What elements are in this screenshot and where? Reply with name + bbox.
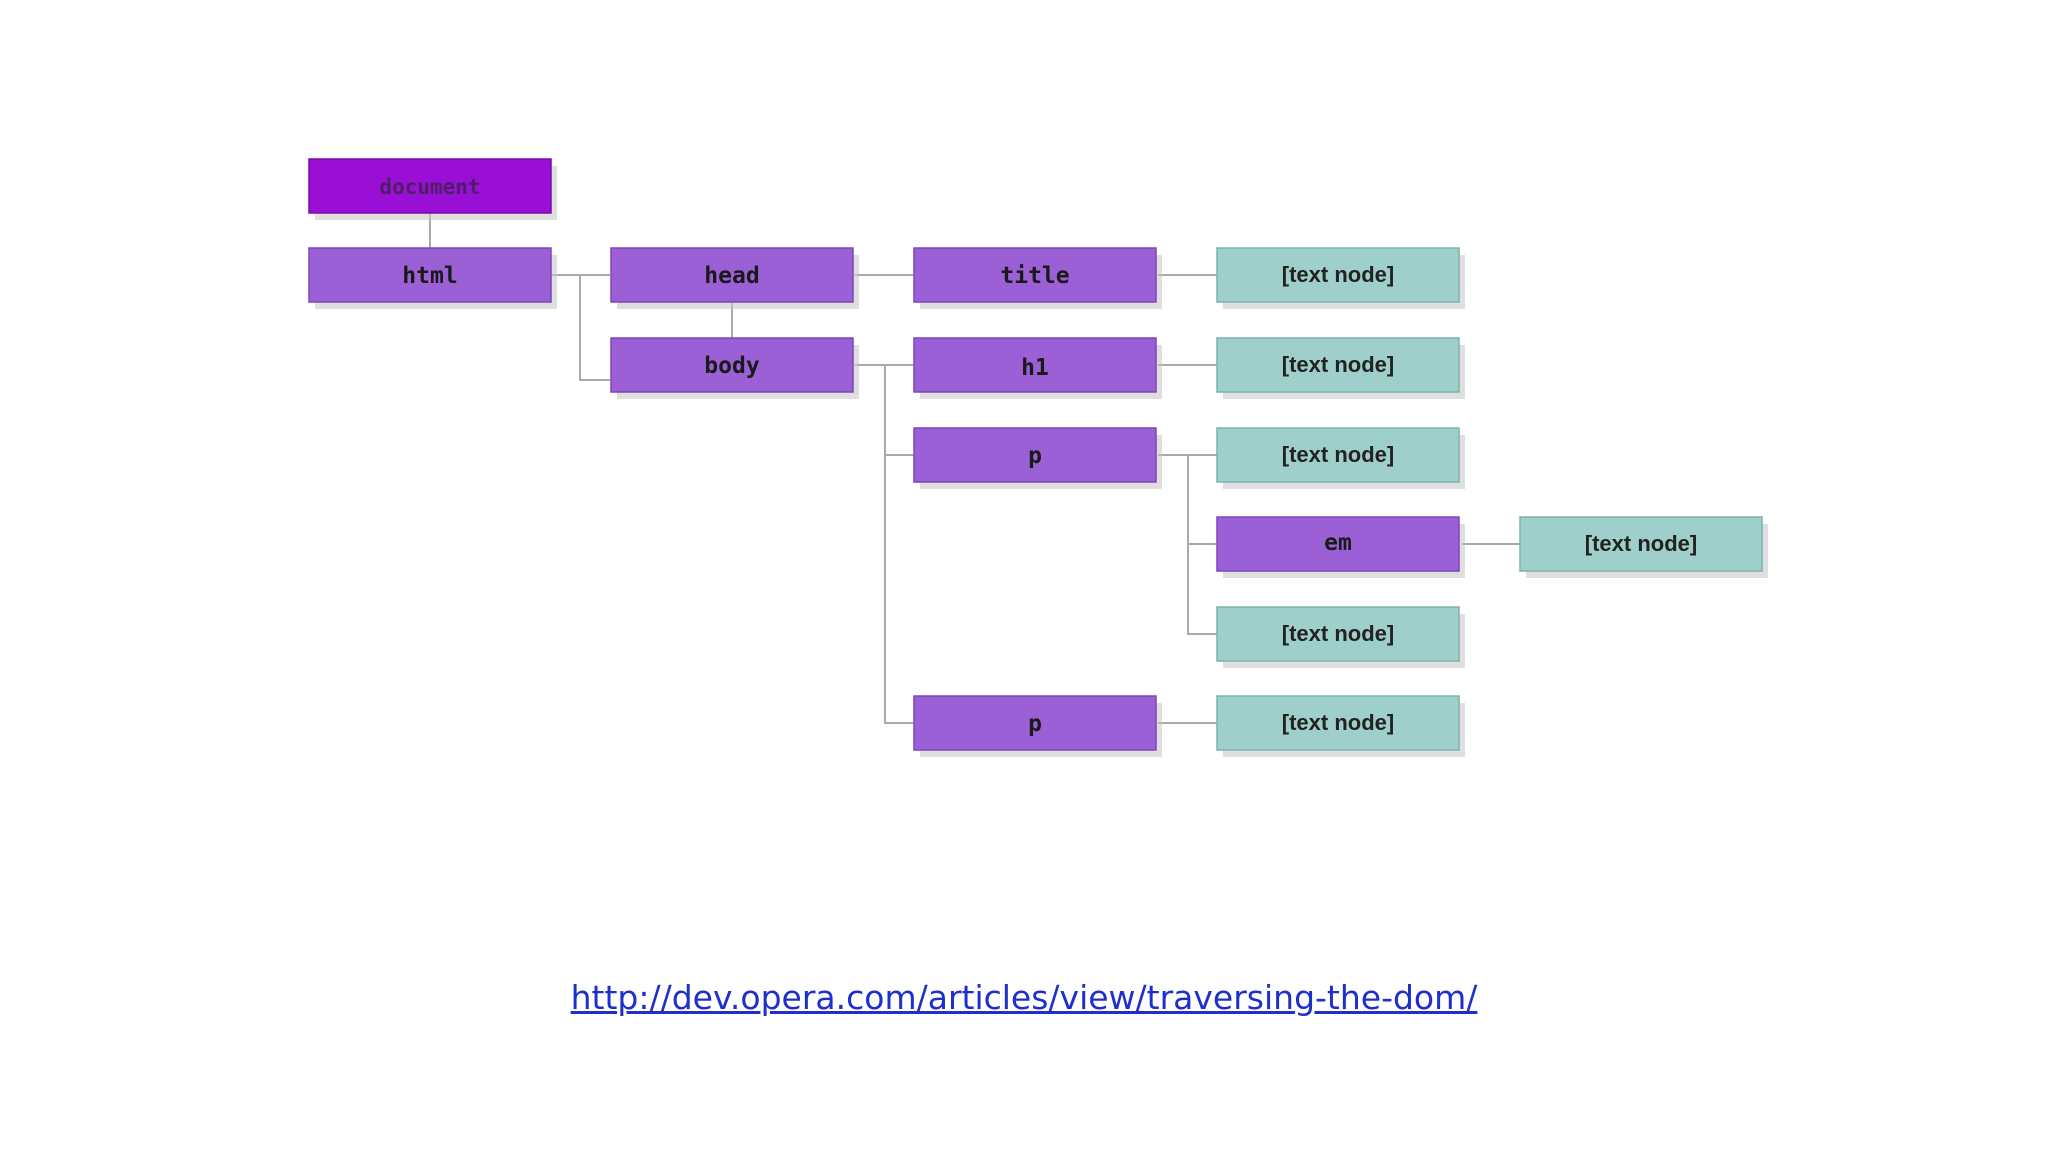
- node-text-em: [text node]: [1519, 516, 1768, 578]
- node-label: body: [704, 353, 760, 379]
- node-label: [text node]: [1585, 531, 1697, 556]
- node-text-p-second: [text node]: [1216, 695, 1465, 757]
- node-title: title: [913, 247, 1162, 309]
- node-head: head: [610, 247, 859, 309]
- edge-html-body: [579, 275, 610, 381]
- node-label: p: [1028, 711, 1042, 737]
- node-em: em: [1216, 516, 1465, 578]
- node-text-p-first-b: [text node]: [1216, 606, 1465, 668]
- node-label: [text node]: [1282, 710, 1394, 735]
- node-label: html: [402, 263, 457, 289]
- node-label: [text node]: [1282, 262, 1394, 287]
- node-p-first: p: [913, 427, 1162, 489]
- node-p-second: p: [913, 695, 1162, 757]
- edge-p1-em: [1187, 455, 1218, 545]
- node-label: [text node]: [1282, 442, 1394, 467]
- node-label: [text node]: [1282, 352, 1394, 377]
- node-h1: h1: [913, 337, 1162, 399]
- node-html: html: [308, 247, 557, 309]
- node-label: [text node]: [1282, 621, 1394, 646]
- node-text-p-first-a: [text node]: [1216, 427, 1465, 489]
- source-link[interactable]: http://dev.opera.com/articles/view/trave…: [570, 978, 1478, 1017]
- edge-body-p2: [884, 455, 915, 724]
- edge-body-p1: [884, 365, 915, 456]
- edge-p1-text-b: [1187, 544, 1218, 635]
- node-document: document: [308, 158, 557, 220]
- node-label: head: [704, 263, 759, 289]
- node-text-h1: [text node]: [1216, 337, 1465, 399]
- node-label: p: [1028, 443, 1042, 469]
- node-label: title: [1000, 263, 1069, 289]
- node-label: h1: [1021, 355, 1049, 381]
- node-label: document: [379, 175, 480, 199]
- node-label: em: [1324, 530, 1352, 556]
- connectors: [429, 213, 1522, 724]
- node-body: body: [610, 337, 859, 399]
- node-text-title: [text node]: [1216, 247, 1465, 309]
